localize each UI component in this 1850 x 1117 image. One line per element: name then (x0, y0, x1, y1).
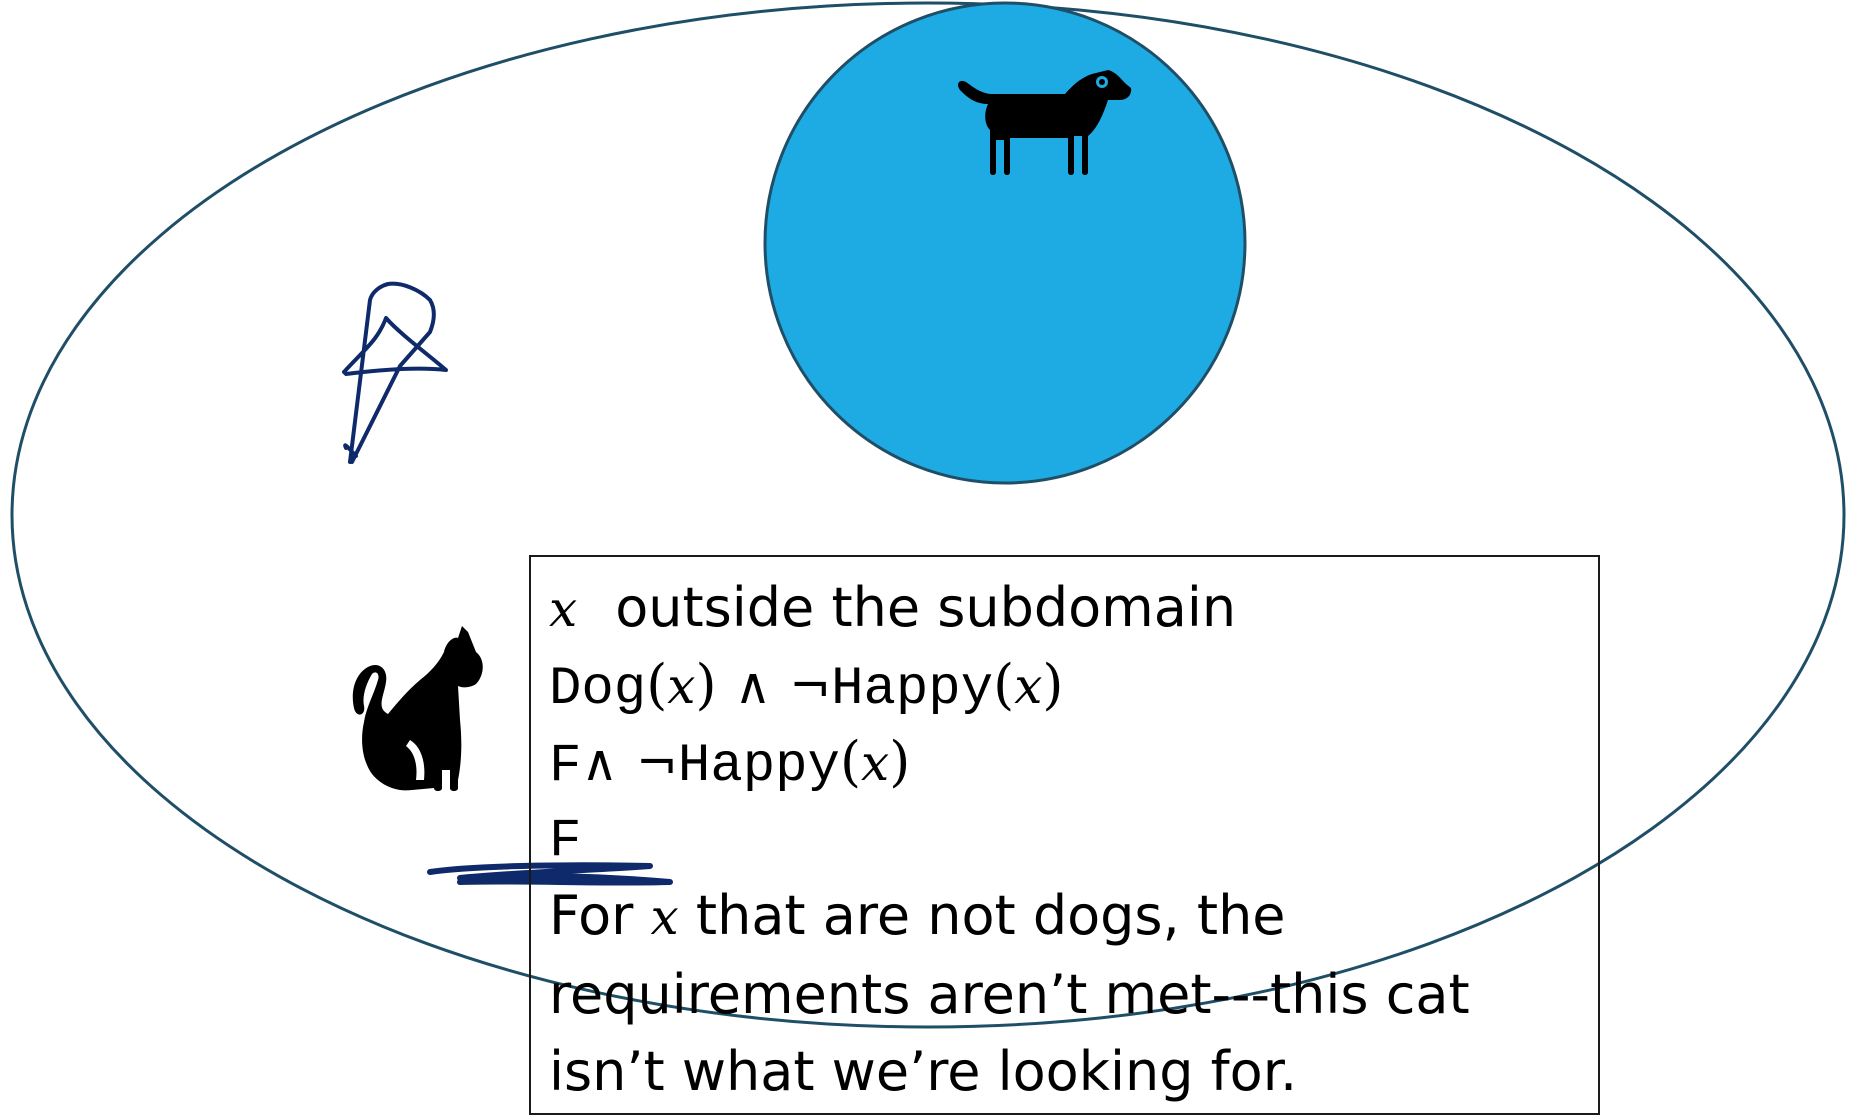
and-symbol: ∧ (734, 657, 772, 715)
variable-x: x (667, 657, 696, 715)
close-paren: ) (695, 653, 717, 716)
open-paren: ( (646, 653, 668, 716)
not-symbol: ¬ (636, 734, 678, 792)
formula-line-2: F∧ ¬Happy(x) (549, 723, 1598, 800)
ink-star-scribble (342, 281, 448, 464)
predicate-dog: Dog (549, 659, 647, 720)
not-symbol: ¬ (789, 657, 832, 715)
variable-x: x (650, 888, 679, 946)
dog-icon (958, 70, 1132, 175)
conclusion-part-2: that are not dogs, the (678, 884, 1286, 947)
formula-line-1: Dog(x)∧¬Happy(x) (549, 646, 1598, 723)
conclusion-line-3: isn’t what we’re looking for. (549, 1040, 1298, 1103)
constant-false: F (549, 811, 582, 872)
variable-x: x (1014, 657, 1043, 715)
conclusion-text: For x that are not dogs, the requirement… (549, 877, 1598, 1110)
predicate-happy: Happy (677, 736, 840, 797)
subdomain-circle (763, 1, 1247, 485)
ink-strike-scribble (427, 862, 673, 886)
variable-x: x (549, 580, 578, 638)
cat-icon (352, 626, 483, 791)
predicate-happy: Happy (831, 659, 994, 720)
variable-x: x (861, 734, 890, 792)
subdomain-line: x outside the subdomain (549, 569, 1598, 646)
subdomain-text: outside the subdomain (615, 576, 1237, 639)
and-symbol: ∧ (581, 734, 619, 792)
open-paren: ( (839, 730, 862, 793)
conclusion-line-2: requirements aren’t met---this cat (549, 963, 1470, 1026)
conclusion-part-1: For (549, 884, 651, 947)
close-paren: ) (1042, 653, 1064, 716)
constant-false: F (549, 736, 582, 797)
formula-line-3: F (549, 800, 1598, 877)
close-paren: ) (889, 730, 911, 793)
domain-ellipse (10, 1, 1846, 1029)
open-paren: ( (993, 653, 1015, 716)
